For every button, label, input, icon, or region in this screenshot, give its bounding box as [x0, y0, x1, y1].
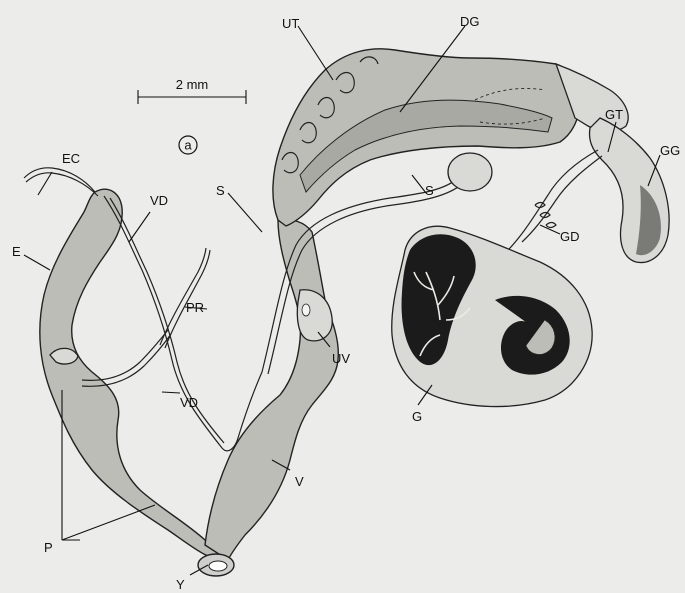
label-gd: GD [560, 229, 580, 244]
label-e: E [12, 244, 21, 259]
label-s-center: S [425, 183, 434, 198]
label-y: Y [176, 577, 185, 592]
penis-retractor [160, 248, 210, 348]
label-s-left: S [216, 183, 225, 198]
label-vd-lower: VD [180, 395, 198, 410]
label-uv: UV [332, 351, 350, 366]
label-gg: GG [660, 143, 680, 158]
label-dg: DG [460, 14, 480, 29]
scale-bar: 2 mm [138, 77, 246, 104]
gonad-spiral [392, 226, 592, 406]
panel-label: a [179, 136, 197, 154]
vagina-oviduct [198, 220, 338, 577]
svg-text:a: a [184, 138, 192, 153]
label-gt: GT [605, 107, 623, 122]
label-p: P [44, 540, 53, 555]
scale-bar-label: 2 mm [176, 77, 209, 92]
label-vd-upper: VD [150, 193, 168, 208]
uterus-and-gland [273, 49, 628, 226]
label-v: V [295, 474, 304, 489]
label-pr: PR [186, 300, 204, 315]
label-ec: EC [62, 151, 80, 166]
label-ut: UT [282, 16, 299, 31]
label-g: G [412, 409, 422, 424]
